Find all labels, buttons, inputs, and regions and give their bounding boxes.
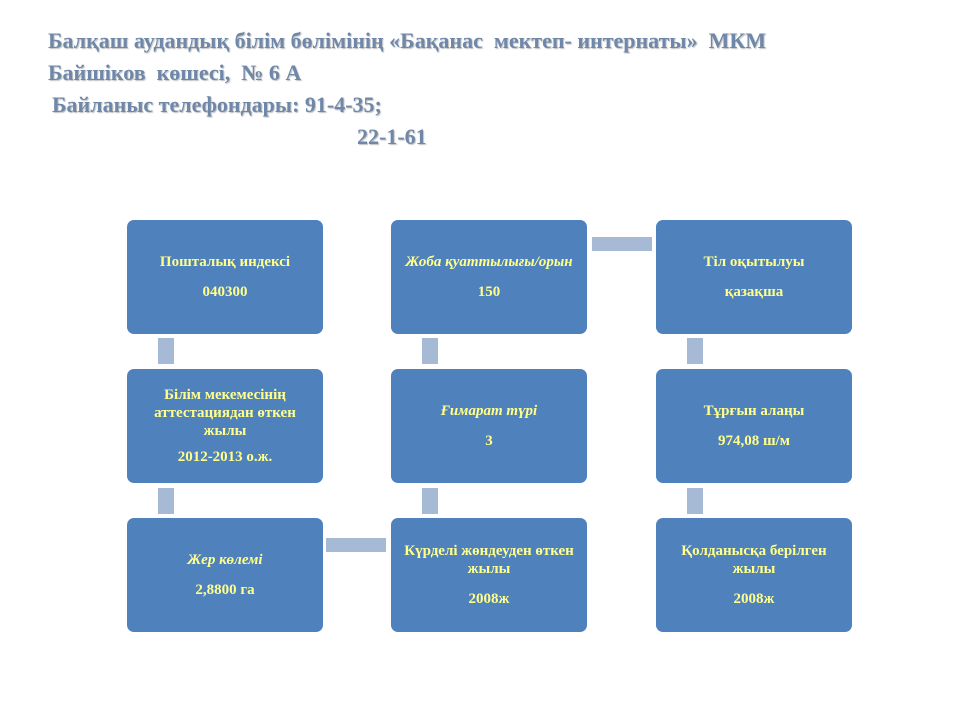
box-postal-index: Пошталық индексі 040300: [127, 220, 323, 334]
connector-area-commissioned: [687, 488, 703, 514]
connector-land-repair: [326, 538, 386, 552]
box-value: 2,8800 га: [195, 582, 255, 598]
connector-postal-attestation: [158, 338, 174, 364]
box-commissioned-year: Қолданысқа берілген жылы 2008ж: [656, 518, 852, 632]
connector-language-area: [687, 338, 703, 364]
box-living-area: Тұрғын алаңы 974,08 ш/м: [656, 369, 852, 483]
box-label: Жер көлемі: [187, 552, 263, 568]
box-value: 2008ж: [733, 591, 775, 607]
box-label: Күрделі жөндеуден өткен жылы: [404, 543, 574, 577]
box-major-repair-year: Күрделі жөндеуден өткен жылы 2008ж: [391, 518, 587, 632]
header-phone-label: Байланыс телефондары: 91-4-35;: [52, 92, 382, 117]
box-value: қазақша: [724, 284, 784, 300]
box-design-capacity: Жоба қуаттылығы/орын 150: [391, 220, 587, 334]
box-label: Ғимарат түрі: [440, 403, 538, 419]
box-label: Білім мекемесінің аттестациядан өткен жы…: [154, 387, 296, 439]
header-address: Байшіков көшесі, № 6 А: [48, 60, 302, 85]
box-label: Пошталық индексі: [159, 254, 291, 270]
connector-capacity-language: [592, 237, 652, 251]
box-value: 040300: [202, 284, 248, 300]
connector-repair-building: [422, 488, 438, 514]
box-value: 150: [477, 284, 501, 300]
box-label: Қолданысқа берілген жылы: [681, 543, 827, 577]
box-value: 2012-2013 о.ж.: [177, 449, 273, 465]
connector-attestation-land: [158, 488, 174, 514]
box-label: Тұрғын алаңы: [703, 403, 805, 419]
connector-building-capacity: [422, 338, 438, 364]
box-value: 3: [485, 433, 493, 449]
box-building-type: Ғимарат түрі 3: [391, 369, 587, 483]
box-value: 974,08 ш/м: [717, 433, 791, 449]
header-title: Балқаш аудандық білім бөлімінің «Бақанас…: [48, 28, 767, 53]
box-attestation-year: Білім мекемесінің аттестациядан өткен жы…: [127, 369, 323, 483]
box-land-area: Жер көлемі 2,8800 га: [127, 518, 323, 632]
box-value: 2008ж: [468, 591, 510, 607]
header-phone-second: 22-1-61: [357, 124, 427, 149]
box-label: Тіл оқытылуы: [703, 254, 805, 270]
box-label: Жоба қуаттылығы/орын: [405, 254, 573, 270]
box-teaching-language: Тіл оқытылуы қазақша: [656, 220, 852, 334]
